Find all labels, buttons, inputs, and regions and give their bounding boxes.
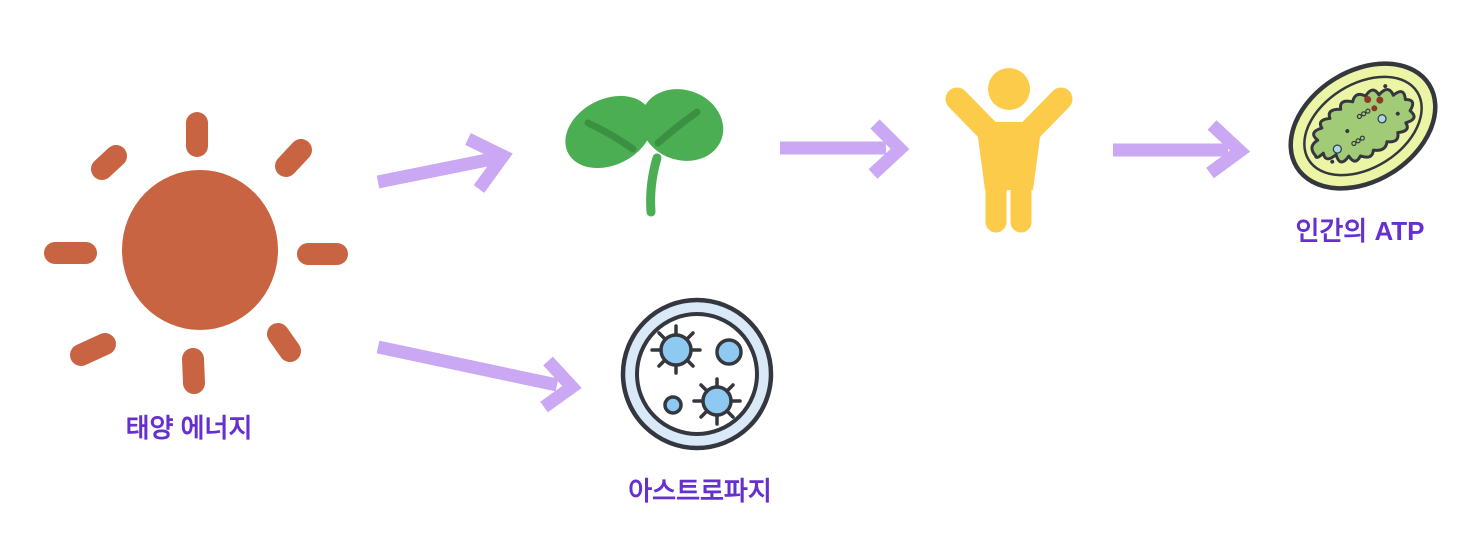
mitochondria-granule — [1383, 84, 1388, 89]
sun-icon — [44, 112, 348, 394]
sun-ray-bottom-right — [267, 323, 301, 362]
sprout-icon — [565, 89, 724, 217]
mitochondria-granule — [1376, 96, 1384, 104]
arrow-sprout-to-person — [780, 119, 910, 179]
person-head — [988, 68, 1030, 110]
mitochondria-icon — [1288, 61, 1438, 191]
arrow-sun-to-astrophage — [376, 340, 582, 413]
mitochondria-granule — [1332, 144, 1342, 154]
mitochondria-granule — [1330, 159, 1335, 164]
mitochondria-inner-membrane — [1303, 75, 1423, 177]
astrophage-label: 아스트로파지 — [628, 476, 772, 506]
microbe-large-bottom-right — [692, 377, 742, 426]
person-torso — [977, 122, 1041, 190]
sprout-leaf-left-vein — [584, 119, 637, 153]
petri-dish-interior — [635, 312, 759, 436]
mitochondria-granule — [1395, 111, 1400, 116]
petri-dish-icon — [620, 297, 774, 451]
arrow-person-to-mitochondria — [1113, 120, 1251, 179]
sun-ray-bottom-left — [70, 333, 116, 366]
microbe-circle-small — [663, 395, 683, 415]
mitochondria-granule — [1371, 105, 1378, 112]
arrow-sun-to-sprout — [376, 133, 513, 193]
microbe-circle-top-right — [715, 338, 743, 366]
mitochondria-granule — [1377, 114, 1387, 124]
mitochondria-granule — [1345, 129, 1350, 134]
sun-ray-bottom — [182, 348, 205, 394]
person-icon — [945, 68, 1073, 233]
mitochondria-label: 인간의 ATP — [1295, 216, 1424, 246]
sun-ray-top-right — [275, 139, 312, 177]
sun-core — [122, 170, 278, 330]
sprout-stem — [646, 153, 662, 217]
sun-ray-top-left — [91, 145, 127, 180]
mitochondria-ribosome-cluster — [1351, 135, 1365, 147]
sun-label: 태양 에너지 — [126, 413, 253, 443]
mitochondria-granule — [1364, 96, 1372, 104]
microbe-large-top-left — [650, 324, 702, 375]
mitochondria-matrix — [1310, 88, 1416, 164]
mitochondria-ribosome-cluster — [1356, 108, 1371, 120]
sprout-leaf-right-vein — [654, 108, 701, 147]
